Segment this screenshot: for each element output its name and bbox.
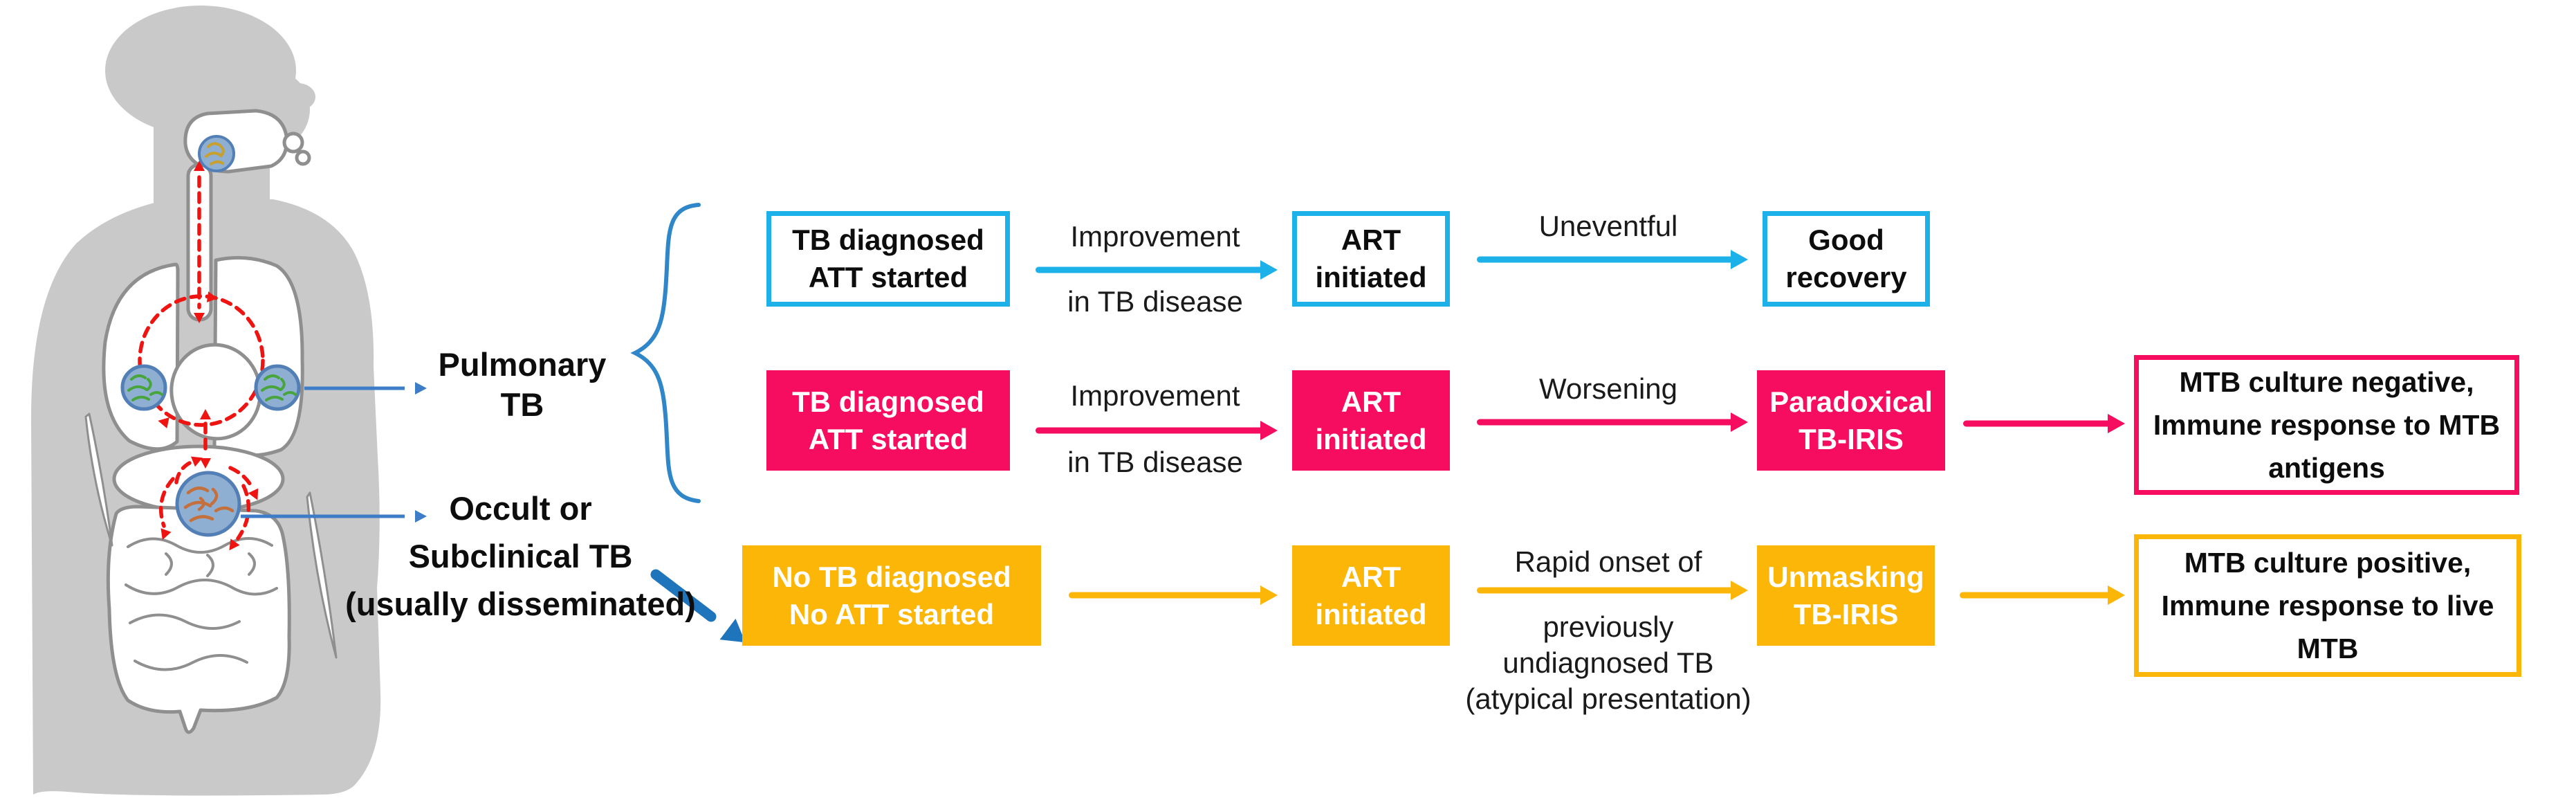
brace-icon (630, 203, 701, 503)
row2-arrow3-shaft (1963, 420, 2111, 427)
row1-arrow1-shaft (1036, 266, 1264, 273)
left-rib-shape (84, 412, 113, 547)
row3-arrow3-icon (1960, 586, 2125, 605)
row2-arrow1-label-bottom: in TB disease (1067, 446, 1243, 478)
occult-tb-label-line1: Occult or (449, 490, 592, 527)
throat-bacteria-icon (198, 135, 235, 172)
row3-outcome-line2: Immune response to live (2161, 590, 2494, 622)
row2-box-paradoxical-line1: Paradoxical (1769, 385, 1933, 418)
row1-box-good-recovery: Good recovery (1763, 211, 1930, 307)
row1-arrow2-shaft (1477, 256, 1734, 263)
row2-arrow2-head (1731, 412, 1748, 432)
row3-arrow2-head (1731, 581, 1748, 600)
row3-arrow2-icon (1477, 581, 1748, 600)
row1-arrow1-label-bottom: in TB disease (1067, 285, 1243, 318)
row1-arrow2-head (1731, 250, 1748, 269)
row3-box-unmasking: Unmasking TB-IRIS (1757, 545, 1935, 646)
row3-box-no-tb-diagnosed-line1: No TB diagnosed (772, 560, 1011, 593)
row3-outcome-box: MTB culture positive, Immune response to… (2134, 534, 2521, 677)
row1-box-good-recovery-line2: recovery (1785, 261, 1907, 293)
pointer-arrows (241, 386, 405, 518)
dissemination-arrows (138, 175, 265, 541)
row2-arrow3-head (2108, 414, 2125, 433)
row2-arrow3-icon (1963, 414, 2125, 433)
row3-box-no-tb-diagnosed: No TB diagnosed No ATT started (742, 545, 1041, 646)
abdomen-bacteria-icon (175, 471, 241, 537)
row3-arrow2-label-line3: undiagnosed TB (1502, 646, 1714, 679)
right-rib-shape (306, 491, 338, 659)
row1-arrow1-icon (1036, 260, 1278, 280)
row2-outcome-box: MTB culture negative, Immune response to… (2134, 355, 2519, 495)
row2-outcome-line3: antigens (2268, 452, 2385, 484)
row1-arrow1-head (1260, 260, 1278, 280)
row1-box-tb-diagnosed: TB diagnosed ATT started (766, 211, 1010, 307)
intestine-coils (125, 537, 278, 671)
pulmonary-tb-label-line2: TB (500, 386, 544, 423)
occult-tb-label-line2: Subclinical TB (408, 538, 633, 574)
row3-box-art-initiated-line2: initiated (1315, 597, 1427, 631)
row1-box-art-initiated-line2: initiated (1315, 261, 1427, 293)
row2-arrow1-label-top: Improvement (1070, 379, 1240, 412)
right-lung-bacteria-icon (254, 364, 301, 411)
row2-box-art-initiated: ART initiated (1292, 370, 1450, 471)
row3-box-art-initiated: ART initiated (1292, 545, 1450, 646)
row3-outcome-line1: MTB culture positive, (2184, 547, 2472, 579)
row2-arrow1-icon (1036, 421, 1278, 440)
row2-outcome-line1: MTB culture negative, (2179, 366, 2474, 398)
row3-box-art-initiated-line1: ART (1341, 560, 1401, 593)
row1-arrow2-icon (1477, 250, 1748, 269)
row1-box-art-initiated-line1: ART (1341, 224, 1401, 256)
row3-box-no-tb-diagnosed-line2: No ATT started (789, 597, 995, 631)
row2-box-paradoxical-line2: TB-IRIS (1798, 422, 1904, 455)
pulmonary-tb-label: Pulmonary TB (367, 345, 678, 425)
row2-arrow1-head (1260, 421, 1278, 440)
row2-box-art-initiated-line1: ART (1341, 385, 1401, 418)
row1-box-art-initiated: ART initiated (1292, 211, 1450, 307)
row3-arrow2-label-top: Rapid onset of (1514, 545, 1702, 578)
row3-outcome-line3: MTB (2297, 633, 2359, 664)
row3-arrow2-label-line2: previously (1543, 610, 1674, 643)
pulmonary-tb-label-line1: Pulmonary (438, 346, 607, 383)
row2-box-art-initiated-line2: initiated (1315, 422, 1427, 455)
row3-arrow2-shaft (1477, 587, 1734, 594)
left-lung-bacteria-icon (120, 364, 167, 411)
row1-arrow2-label: Uneventful (1538, 210, 1678, 242)
row3-arrow3-head (2108, 586, 2125, 605)
occult-tb-label: Occult or Subclinical TB (usually dissem… (332, 484, 709, 628)
row2-box-tb-diagnosed-line2: ATT started (808, 422, 968, 455)
row1-box-tb-diagnosed-line1: TB diagnosed (792, 224, 984, 256)
human-body-illustration (30, 6, 746, 796)
row2-box-tb-diagnosed: TB diagnosed ATT started (766, 370, 1010, 471)
row3-arrow1-shaft (1069, 592, 1264, 599)
row3-box-unmasking-line2: TB-IRIS (1793, 597, 1899, 631)
lips-shape-2 (295, 149, 311, 166)
row3-arrow3-shaft (1960, 592, 2111, 599)
row2-arrow2-shaft (1477, 419, 1734, 426)
row1-arrow1-label-top: Improvement (1070, 220, 1240, 253)
row3-arrow1-icon (1069, 586, 1278, 605)
row3-box-unmasking-line1: Unmasking (1767, 560, 1924, 593)
row2-arrow2-label: Worsening (1539, 372, 1677, 405)
row2-arrow1-shaft (1036, 427, 1264, 434)
row2-box-tb-diagnosed-line1: TB diagnosed (792, 385, 984, 418)
row1-box-good-recovery-line1: Good (1808, 224, 1884, 256)
row3-arrow2-label-line4: (atypical presentation) (1465, 682, 1751, 715)
row1-box-tb-diagnosed-line2: ATT started (808, 261, 968, 293)
lips-shape (282, 132, 304, 154)
occult-path-arrow-icon (650, 569, 746, 643)
intestines-shape (106, 505, 291, 734)
row2-arrow2-icon (1477, 412, 1748, 432)
occult-tb-label-line3: (usually disseminated) (345, 586, 696, 622)
row3-arrow1-head (1260, 586, 1278, 605)
row2-box-paradoxical: Paradoxical TB-IRIS (1757, 370, 1945, 471)
row2-outcome-line2: Immune response to MTB (2153, 409, 2501, 441)
